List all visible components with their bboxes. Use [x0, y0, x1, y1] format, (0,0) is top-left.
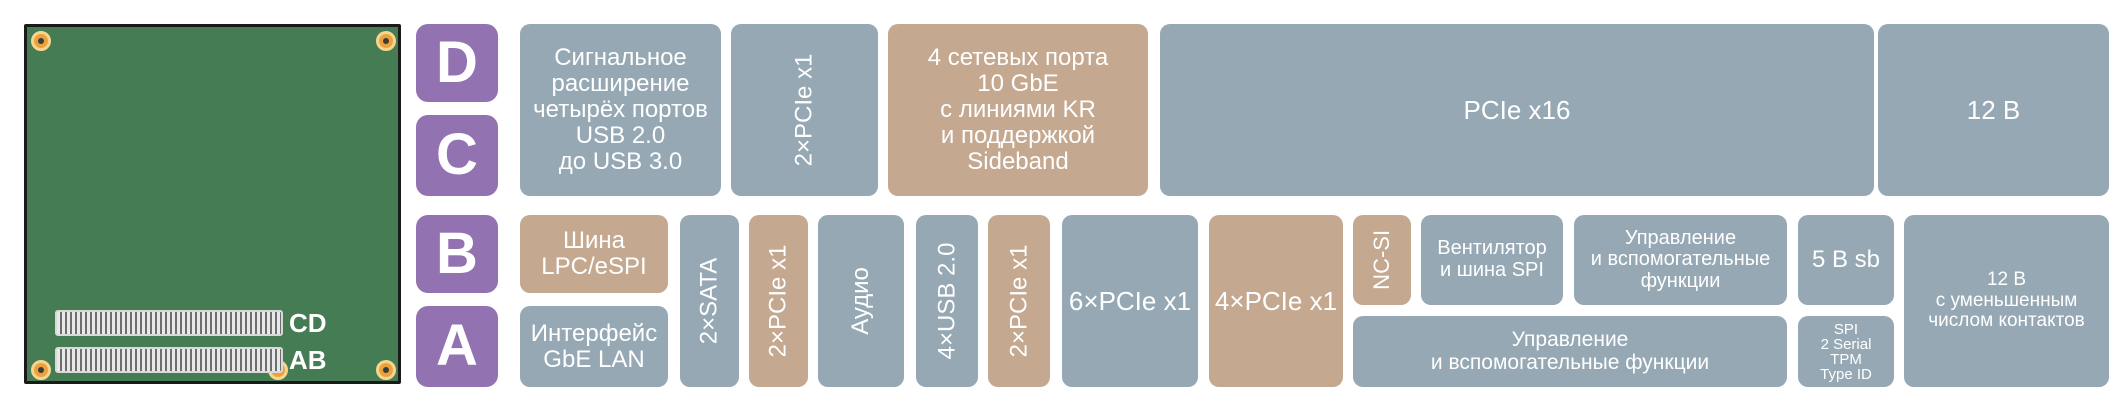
connector-ab-label: AB — [289, 345, 327, 375]
block-power-12v-cd: 12 В — [1878, 24, 2109, 196]
row-label-b: B — [416, 215, 498, 293]
block-pcie-x16: PCIe x16 — [1160, 24, 1874, 196]
block-gbe-lan: Интерфейс GbE LAN — [520, 306, 668, 387]
connector-cd — [55, 310, 283, 336]
block-management-aux-a: Управление и вспомогательные функции — [1353, 316, 1787, 387]
block-5v-standby: 5 В sb — [1798, 215, 1894, 305]
mounting-hole-icon — [31, 360, 51, 380]
block-signal-extension: Сигнальное расширение четырёх портов USB… — [520, 24, 721, 196]
row-label-d: D — [416, 24, 498, 102]
block-sata: 2×SATA — [680, 215, 739, 387]
block-spi-serial-tpm: SPI 2 Serial TPM Type ID — [1798, 316, 1894, 387]
mounting-hole-icon — [376, 360, 396, 380]
block-cd-2x-pcie: 2×PCIe x1 — [731, 24, 878, 196]
block-nc-si: NC-SI — [1353, 215, 1411, 305]
row-label-c: C — [416, 115, 498, 196]
connector-ab — [55, 347, 283, 373]
block-audio: Аудио — [818, 215, 904, 387]
block-fan-spi: Вентилятор и шина SPI — [1421, 215, 1563, 305]
row-label-a: A — [416, 306, 498, 387]
block-lpc-espi: Шина LPC/eSPI — [520, 215, 668, 293]
block-pcie-6x: 6×PCIe x1 — [1062, 215, 1198, 387]
com-express-board: CD AB — [24, 24, 401, 384]
mounting-hole-icon — [376, 31, 396, 51]
block-network-ports: 4 сетевых порта 10 GbE с линиями KR и по… — [888, 24, 1148, 196]
block-usb20: 4×USB 2.0 — [916, 215, 978, 387]
block-power-12v-ab: 12 В с уменьшенным числом контактов — [1904, 215, 2109, 387]
block-management-aux-b: Управление и вспомогательные функции — [1574, 215, 1787, 305]
block-pcie-4x: 4×PCIe x1 — [1209, 215, 1343, 387]
block-ab-2x-pcie-a: 2×PCIe x1 — [749, 215, 808, 387]
mounting-hole-icon — [31, 31, 51, 51]
block-ab-2x-pcie-b: 2×PCIe x1 — [988, 215, 1050, 387]
connector-cd-label: CD — [289, 308, 327, 338]
